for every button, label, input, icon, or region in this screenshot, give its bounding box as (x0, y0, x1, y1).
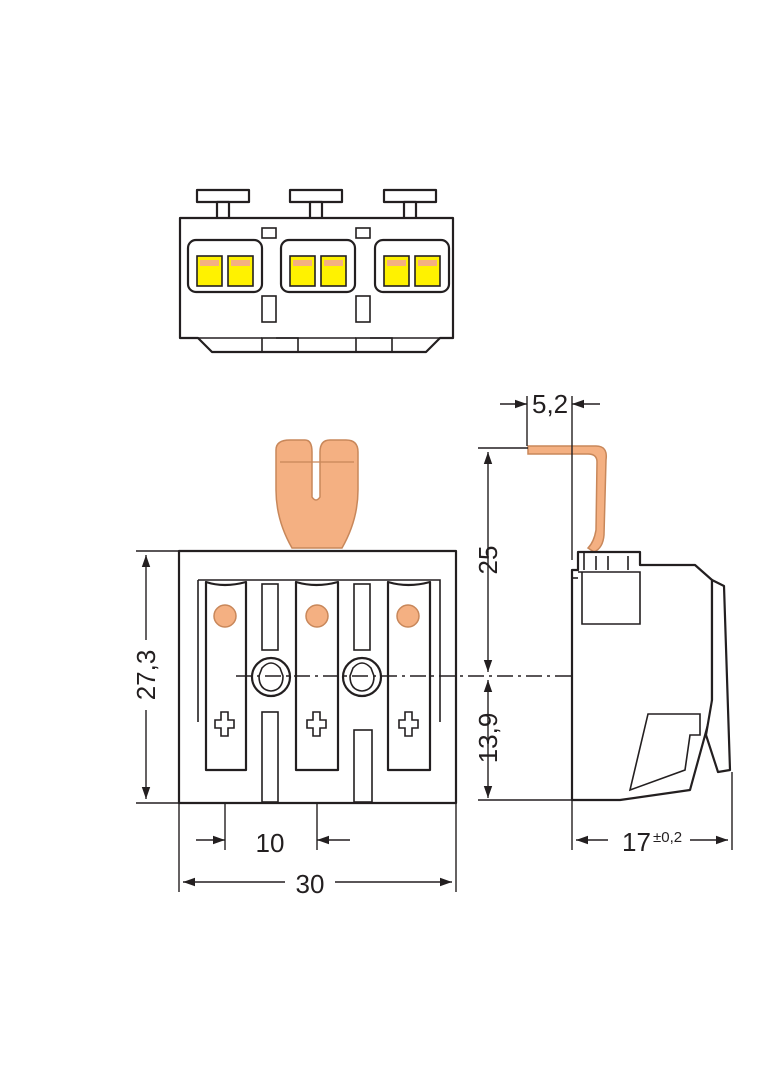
dim-label-upper-height: 25 (473, 546, 503, 575)
front-view-jumper-tab (275, 439, 359, 549)
front-view-dot-2 (305, 604, 329, 628)
side-view-lever (527, 445, 608, 553)
top-view-wire-openings (196, 255, 441, 287)
front-view-mounting-hole-1 (250, 656, 292, 698)
front-view-dot-3 (396, 604, 420, 628)
dim-label-lever-offset: 5,2 (532, 389, 568, 419)
dim-label-total-height: 27,3 (131, 650, 161, 701)
front-view (177, 439, 712, 805)
top-view (178, 188, 455, 354)
dim-label-depth: 17 (622, 827, 651, 857)
dim-label-depth-tolerance: ±0,2 (653, 829, 682, 846)
dim-label-width: 30 (296, 869, 325, 899)
side-view-housing (570, 550, 714, 802)
side-view (527, 445, 732, 802)
dimension-lines (136, 396, 733, 892)
dim-label-lower-height: 13,9 (473, 713, 503, 764)
front-view-mounting-hole-2 (341, 656, 383, 698)
front-view-dot-1 (213, 604, 237, 628)
front-view-clamp-1 (204, 580, 248, 772)
side-view-latch (704, 578, 732, 774)
dim-label-pitch: 10 (256, 828, 285, 858)
